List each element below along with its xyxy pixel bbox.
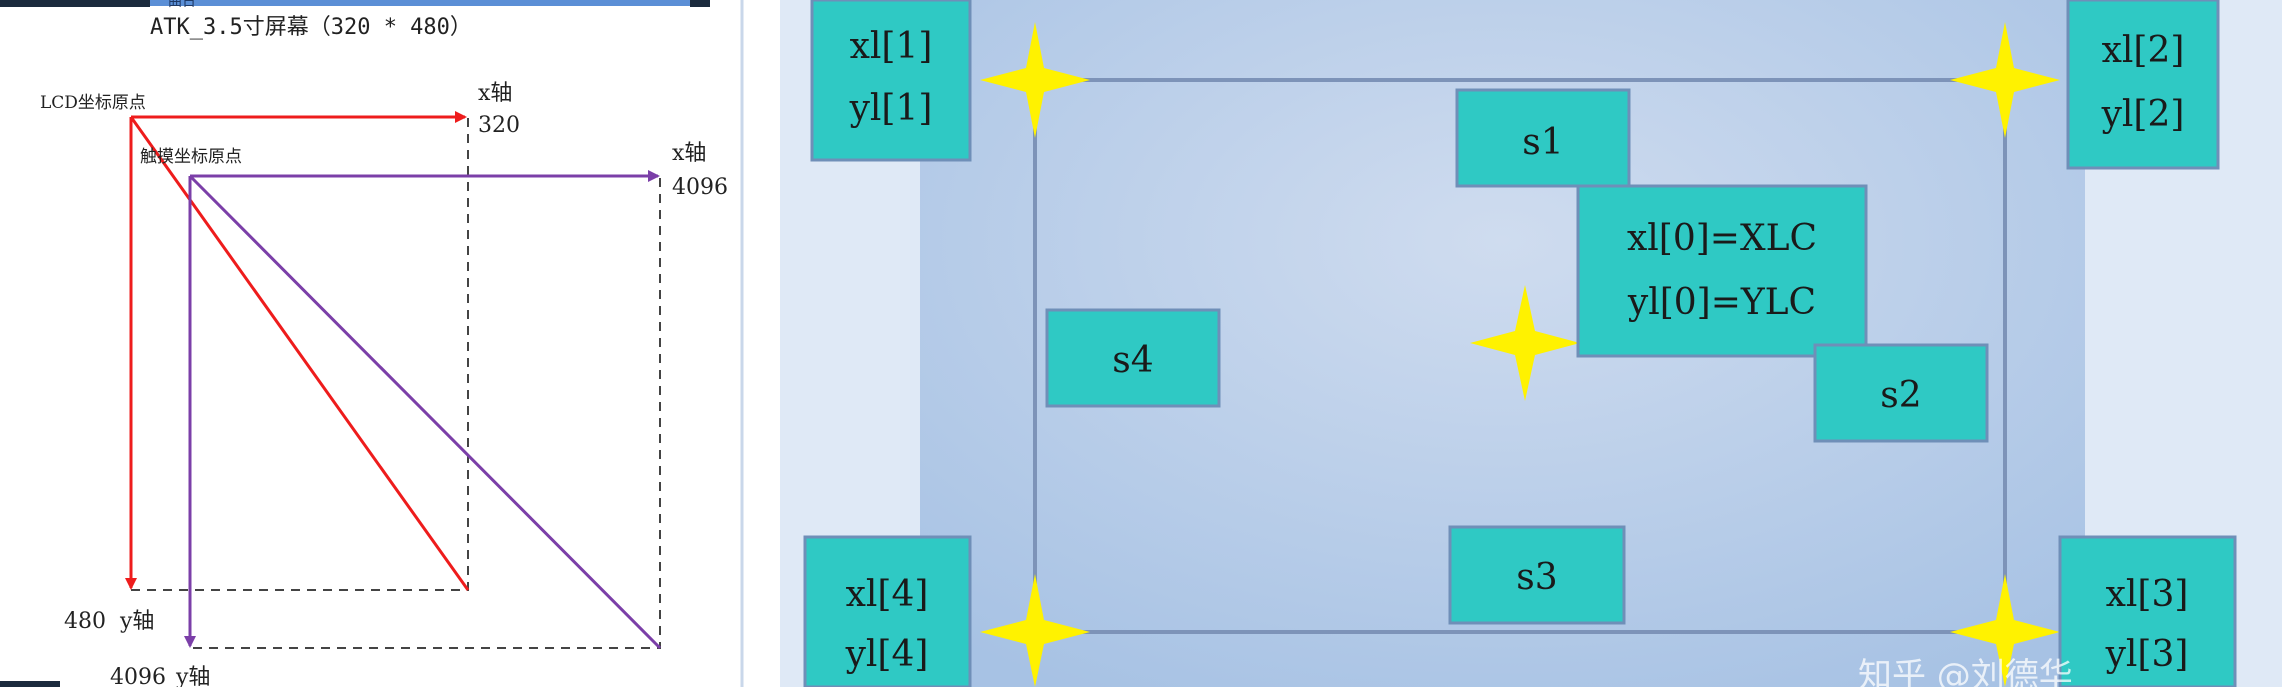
corner-box-3: xl[3] yl[3] [2058, 535, 2237, 687]
s1-box: s1 [1455, 88, 1631, 188]
corner3-x-label: xl[3] [2106, 574, 2189, 615]
corner3-y-label: yl[3] [2105, 634, 2189, 675]
s3-label: s3 [1516, 557, 1557, 598]
corner2-y-label: yl[2] [2101, 94, 2185, 135]
star-icon-2 [1950, 22, 2060, 138]
touch-y-value-label: 4096 [110, 665, 166, 687]
lcd-y-value-label: 480 [64, 609, 106, 634]
corner1-x-label: xl[1] [850, 26, 933, 67]
lcd-x-axis-label: x轴 [478, 81, 512, 106]
corner-box-1: xl[1] yl[1] [810, 0, 972, 162]
left-title: ATK_3.5寸屏幕（320 * 480） [150, 15, 472, 40]
corner-box-2: xl[2] yl[2] [2066, 0, 2220, 170]
top-strip-right [690, 0, 710, 7]
top-strip-blue [150, 0, 690, 6]
corner1-y-label: yl[1] [849, 88, 933, 129]
lcd-diagonal [129, 116, 470, 591]
touch-x-axis-label: x轴 [672, 141, 706, 166]
star-icon-3 [1950, 574, 2060, 687]
left-background [0, 0, 745, 687]
star-icon-4 [980, 574, 1090, 687]
top-strip-left [0, 0, 150, 7]
left-diagram: 曲日 ATK_3.5寸屏幕（320 * 480） LCD坐标原点 触摸坐标原点 … [0, 0, 745, 687]
corner4-x-label: xl[4] [846, 574, 929, 615]
right-diagram: xl[1] yl[1] xl[2] yl[2] xl[3] yl[3] xl[4… [780, 0, 2282, 687]
center-x-label: xl[0]=XLC [1627, 218, 1817, 259]
touch-x-max-label: 4096 [672, 175, 728, 200]
s1-label: s1 [1522, 122, 1563, 163]
touch-origin-label: 触摸坐标原点 [140, 147, 242, 167]
lcd-x-max-label: 320 [478, 113, 520, 138]
bottom-strip-fragment [0, 681, 60, 687]
top-fragment-text: 曲日 [168, 0, 196, 10]
corner-box-4: xl[4] yl[4] [803, 535, 972, 687]
touch-y-axis-label: y轴 [175, 665, 210, 687]
watermark-text: 知乎 @刘德华 [1858, 656, 2073, 687]
lcd-y-axis-label: y轴 [119, 609, 154, 634]
center-y-label: yl[0]=YLC [1627, 282, 1816, 323]
star-icon-1 [980, 22, 1090, 138]
star-icon-center [1470, 285, 1580, 401]
touch-diagonal [188, 174, 662, 650]
corner4-y-label: yl[4] [845, 634, 929, 675]
s4-label: s4 [1112, 340, 1153, 381]
s2-label: s2 [1880, 375, 1921, 416]
s2-box: s2 [1813, 343, 1989, 443]
corner2-x-label: xl[2] [2102, 30, 2185, 71]
lcd-origin-label: LCD坐标原点 [40, 93, 146, 113]
s4-box: s4 [1045, 308, 1221, 408]
center-box: xl[0]=XLC yl[0]=YLC [1576, 184, 1868, 358]
s3-box: s3 [1448, 525, 1626, 625]
